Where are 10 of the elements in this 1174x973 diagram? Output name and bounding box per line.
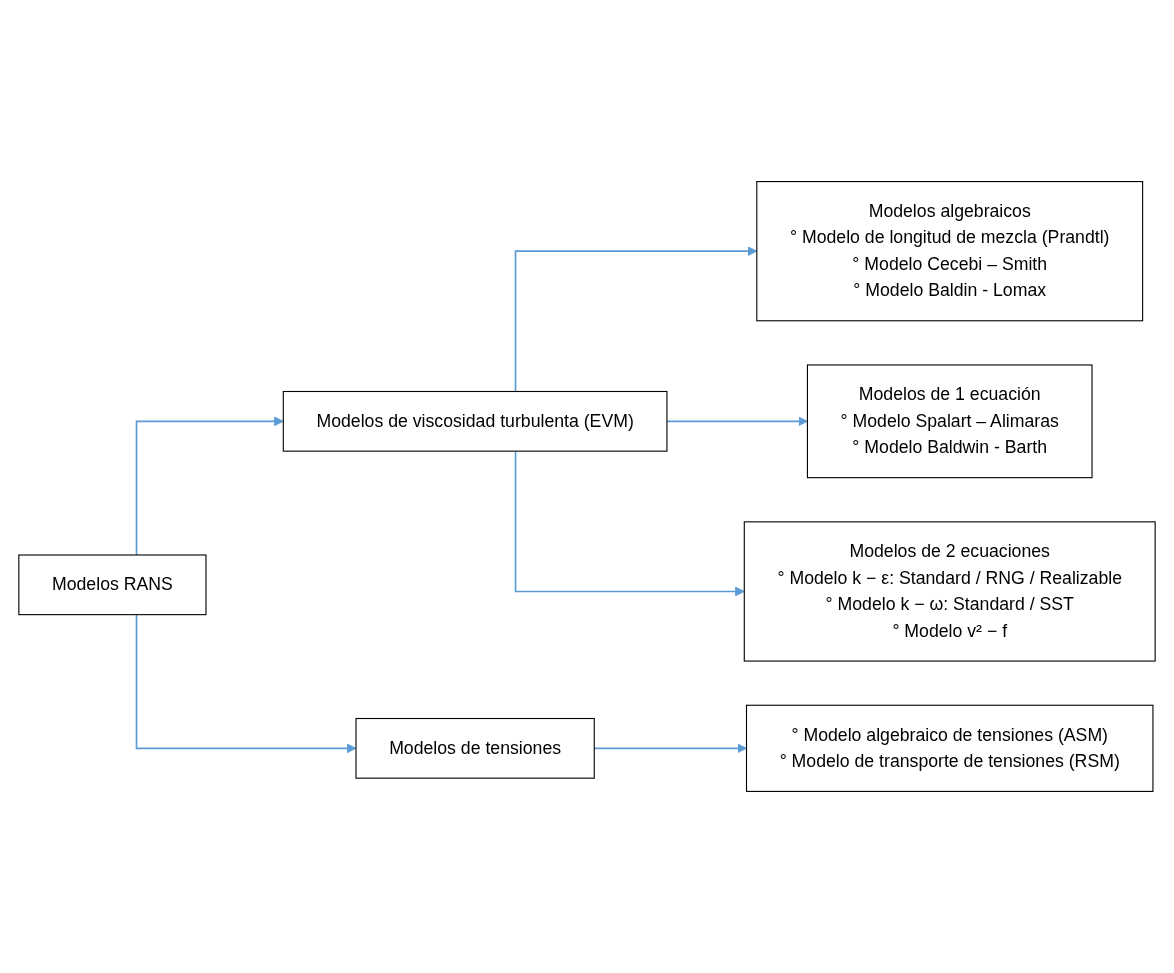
node-box: Modelos algebraicos ° Modelo de longitud de mezcla (Prandtl) ° Modelo Cecebi – Smith ° Modelo Baldin - Lomax [756,181,1144,322]
node-box: Modelos de tensiones [355,717,595,779]
node-box: Modelos RANS [18,554,207,616]
node-box: ° Modelo algebraico de tensiones (ASM) ° Modelo de transporte de tensiones (RSM) [745,704,1154,792]
node-box: Modelos de 2 ecuaciones ° Modelo k − ε: Standard / RNG / Realizable ° Modelo k − ω: Standard / SST ° Modelo v² − f [743,521,1156,662]
arrow [514,450,745,597]
arrow [135,416,284,556]
node-box: Modelos de 1 ecuación ° Modelo Spalart – Alimaras ° Modelo Baldwin - Barth [806,364,1093,479]
arrow [666,416,808,427]
node-box: Modelos de viscosidad turbulenta (EVM) [282,390,668,452]
